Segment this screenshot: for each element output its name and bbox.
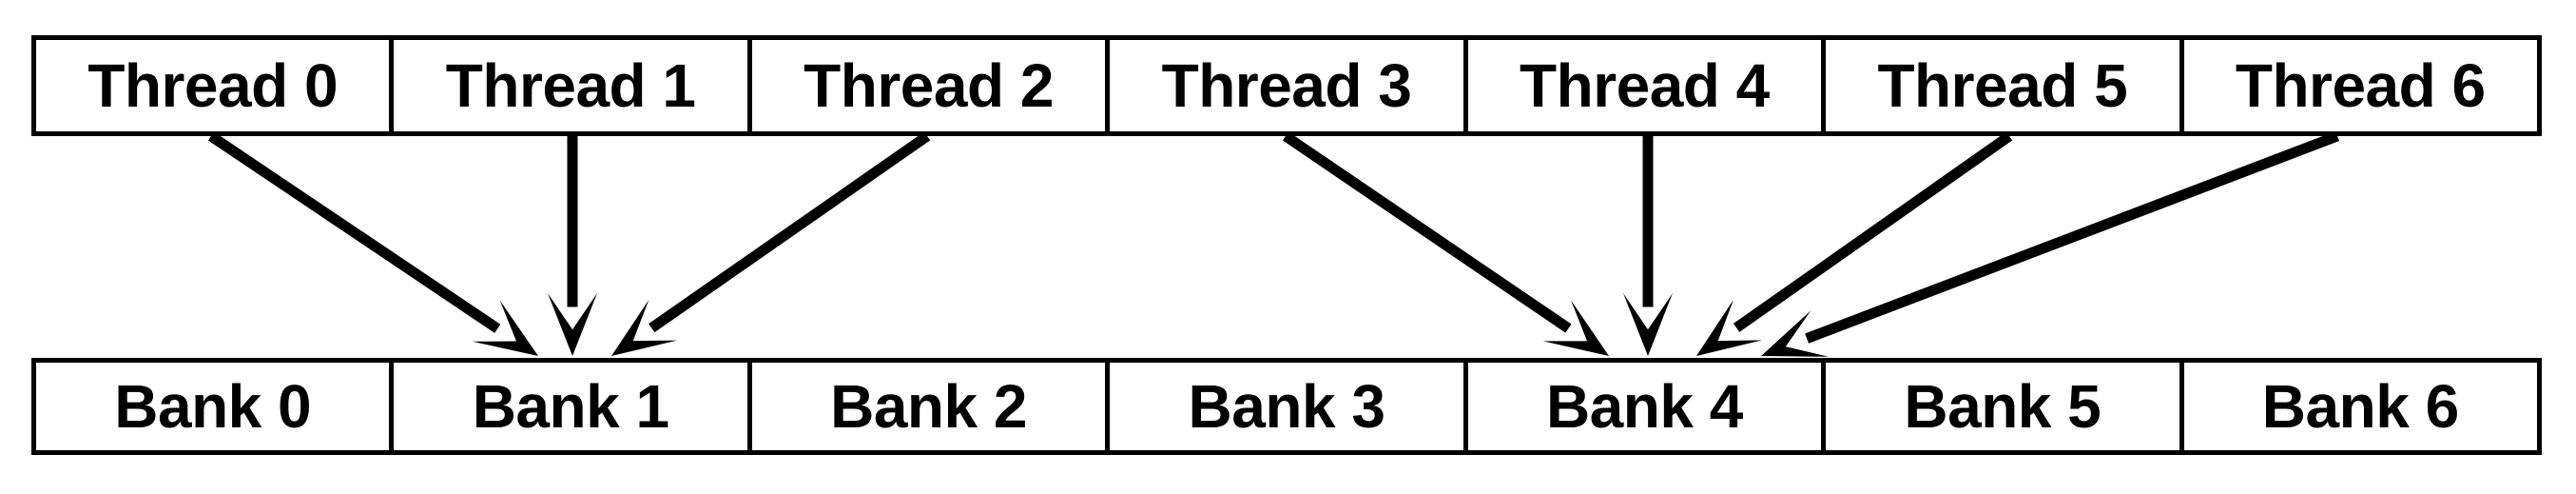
bank-cell-0[interactable]: Bank 0	[36, 363, 389, 450]
arrow-thread-5-to-bank-4	[1696, 131, 2013, 356]
thread-cell-5[interactable]: Thread 5	[1821, 40, 2179, 131]
thread-cell-1[interactable]: Thread 1	[389, 40, 746, 131]
bank-cell-3[interactable]: Bank 3	[1105, 363, 1462, 450]
bank-cell-2[interactable]: Bank 2	[746, 363, 1105, 450]
thread-cell-label-4: Thread 4	[1520, 51, 1770, 120]
arrow-thread-4-to-bank-4	[1623, 136, 1673, 356]
thread-cell-4[interactable]: Thread 4	[1462, 40, 1821, 131]
bank-cell-label-1: Bank 1	[472, 372, 669, 441]
bank-cell-label-6: Bank 6	[2261, 372, 2459, 441]
arrow-thread-1-to-bank-1	[548, 136, 597, 356]
bank-cell-1[interactable]: Bank 1	[389, 363, 746, 450]
thread-cell-label-2: Thread 2	[804, 51, 1054, 120]
arrow-thread-2-to-bank-1	[611, 131, 931, 356]
thread-cell-0[interactable]: Thread 0	[36, 40, 389, 131]
thread-cell-3[interactable]: Thread 3	[1105, 40, 1462, 131]
thread-cell-label-6: Thread 6	[2235, 51, 2486, 120]
arrow-thread-3-to-bank-4	[1282, 131, 1609, 356]
bank-row: Bank 0 Bank 1 Bank 2 Bank 3 Bank 4 Bank …	[31, 358, 2542, 455]
bank-cell-label-5: Bank 5	[1904, 372, 2101, 441]
arrow-thread-6-to-bank-4	[1761, 130, 2339, 357]
arrow-thread-0-to-bank-1	[207, 131, 538, 356]
bank-cell-label-2: Bank 2	[830, 372, 1027, 441]
thread-cell-label-5: Thread 5	[1877, 51, 2128, 120]
thread-cell-label-3: Thread 3	[1161, 51, 1412, 120]
bank-cell-4[interactable]: Bank 4	[1462, 363, 1821, 450]
thread-cell-label-0: Thread 0	[87, 51, 339, 120]
thread-cell-2[interactable]: Thread 2	[746, 40, 1105, 131]
bank-cell-label-3: Bank 3	[1188, 372, 1385, 441]
thread-row: Thread 0 Thread 1 Thread 2 Thread 3 Thre…	[31, 35, 2542, 136]
bank-cell-6[interactable]: Bank 6	[2179, 363, 2537, 450]
thread-cell-6[interactable]: Thread 6	[2179, 40, 2537, 131]
bank-cell-label-4: Bank 4	[1545, 372, 1743, 441]
thread-cell-label-1: Thread 1	[445, 51, 696, 120]
bank-cell-label-0: Bank 0	[114, 372, 312, 441]
bank-cell-5[interactable]: Bank 5	[1821, 363, 2179, 450]
